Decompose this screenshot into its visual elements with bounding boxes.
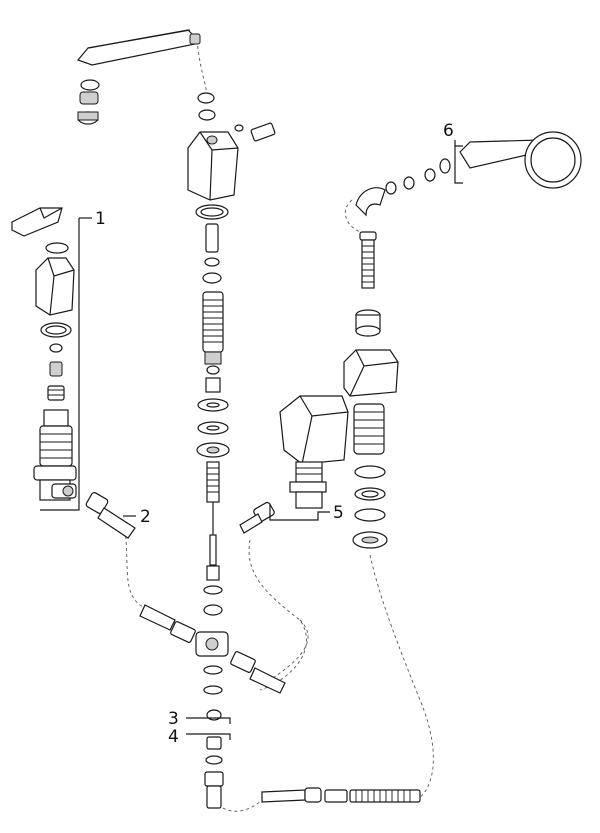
- callout-3: 3: [168, 709, 231, 729]
- callout-2: 2: [123, 507, 151, 527]
- callout-6: 6: [443, 121, 463, 184]
- spout-aerator: [77, 79, 100, 125]
- callout-label: 1: [95, 209, 106, 229]
- callout-label: 5: [333, 503, 344, 523]
- callout-label: 2: [140, 507, 151, 527]
- central-valve-stack: [187, 92, 276, 616]
- callout-4: 4: [168, 727, 231, 747]
- hose-connector-2: [85, 492, 136, 539]
- bath-spout: [76, 29, 201, 66]
- hand-shower: [459, 131, 582, 189]
- diverter-body: [139, 604, 286, 695]
- dashed-guide-lines: [124, 39, 434, 812]
- seal-parts-3-4: [204, 709, 224, 809]
- callout-label: 6: [443, 121, 454, 141]
- callout-label: 4: [168, 727, 179, 747]
- left-handle-assembly: [11, 207, 77, 501]
- shower-hose-guide: [343, 231, 399, 549]
- shower-hose: [261, 787, 421, 803]
- callout-5: 5: [269, 503, 344, 523]
- shower-connector-parts: [355, 158, 451, 217]
- right-mixer-assembly-5: [239, 395, 349, 534]
- callout-1: 1: [40, 209, 106, 511]
- callout-label: 3: [168, 709, 179, 729]
